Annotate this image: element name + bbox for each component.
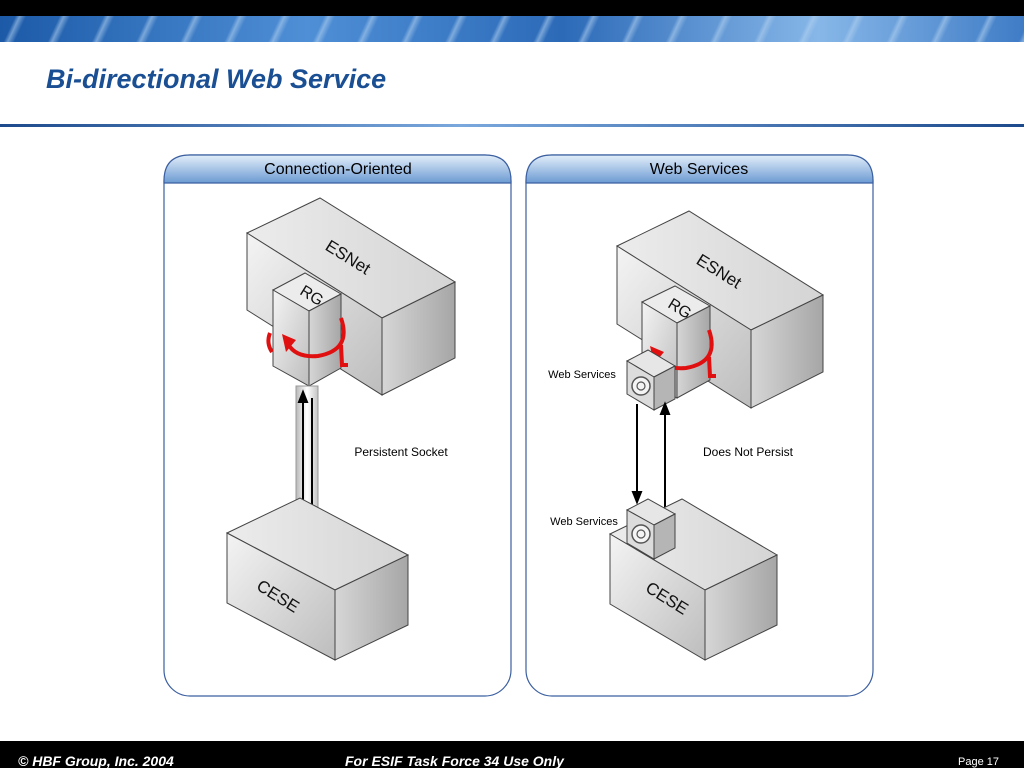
rotation-arrow-icon xyxy=(266,317,348,367)
footer-page-number: Page 17 xyxy=(958,756,999,768)
web-service-module-bottom xyxy=(625,498,677,560)
panel-header-label: Connection-Oriented xyxy=(264,161,412,178)
panel-header xyxy=(163,154,512,184)
web-services-label-top: Web Services xyxy=(548,369,616,381)
gear-icon xyxy=(631,524,651,544)
panel-connection-oriented: Connection-Oriented ESNet RG xyxy=(163,154,512,697)
web-service-module-top xyxy=(625,349,677,411)
title-rule xyxy=(0,124,1024,127)
request-arrow-icon xyxy=(631,401,671,518)
footer-bar: © HBF Group, Inc. 2004 For ESIF Task For… xyxy=(0,741,1024,769)
cese-box: CESE xyxy=(225,497,410,661)
does-not-persist-label: Does Not Persist xyxy=(703,445,794,459)
footer-usage: For ESIF Task Force 34 Use Only xyxy=(345,753,564,769)
web-services-label-bottom: Web Services xyxy=(550,516,618,528)
gear-icon xyxy=(631,376,651,396)
esnet-box: ESNet xyxy=(245,197,457,396)
panel-header-label: Web Services xyxy=(650,161,748,178)
footer-copyright: © HBF Group, Inc. 2004 xyxy=(18,753,174,769)
banner-stripes xyxy=(0,16,1024,42)
slide-title: Bi-directional Web Service xyxy=(46,64,387,94)
panel-web-services: Web Services ESNet RG xyxy=(525,154,874,697)
top-banner xyxy=(0,0,1024,42)
persistent-socket-label: Persistent Socket xyxy=(354,445,448,459)
rg-box: RG xyxy=(271,272,343,387)
panel-header xyxy=(525,154,874,184)
rg-box: RG xyxy=(640,285,712,399)
